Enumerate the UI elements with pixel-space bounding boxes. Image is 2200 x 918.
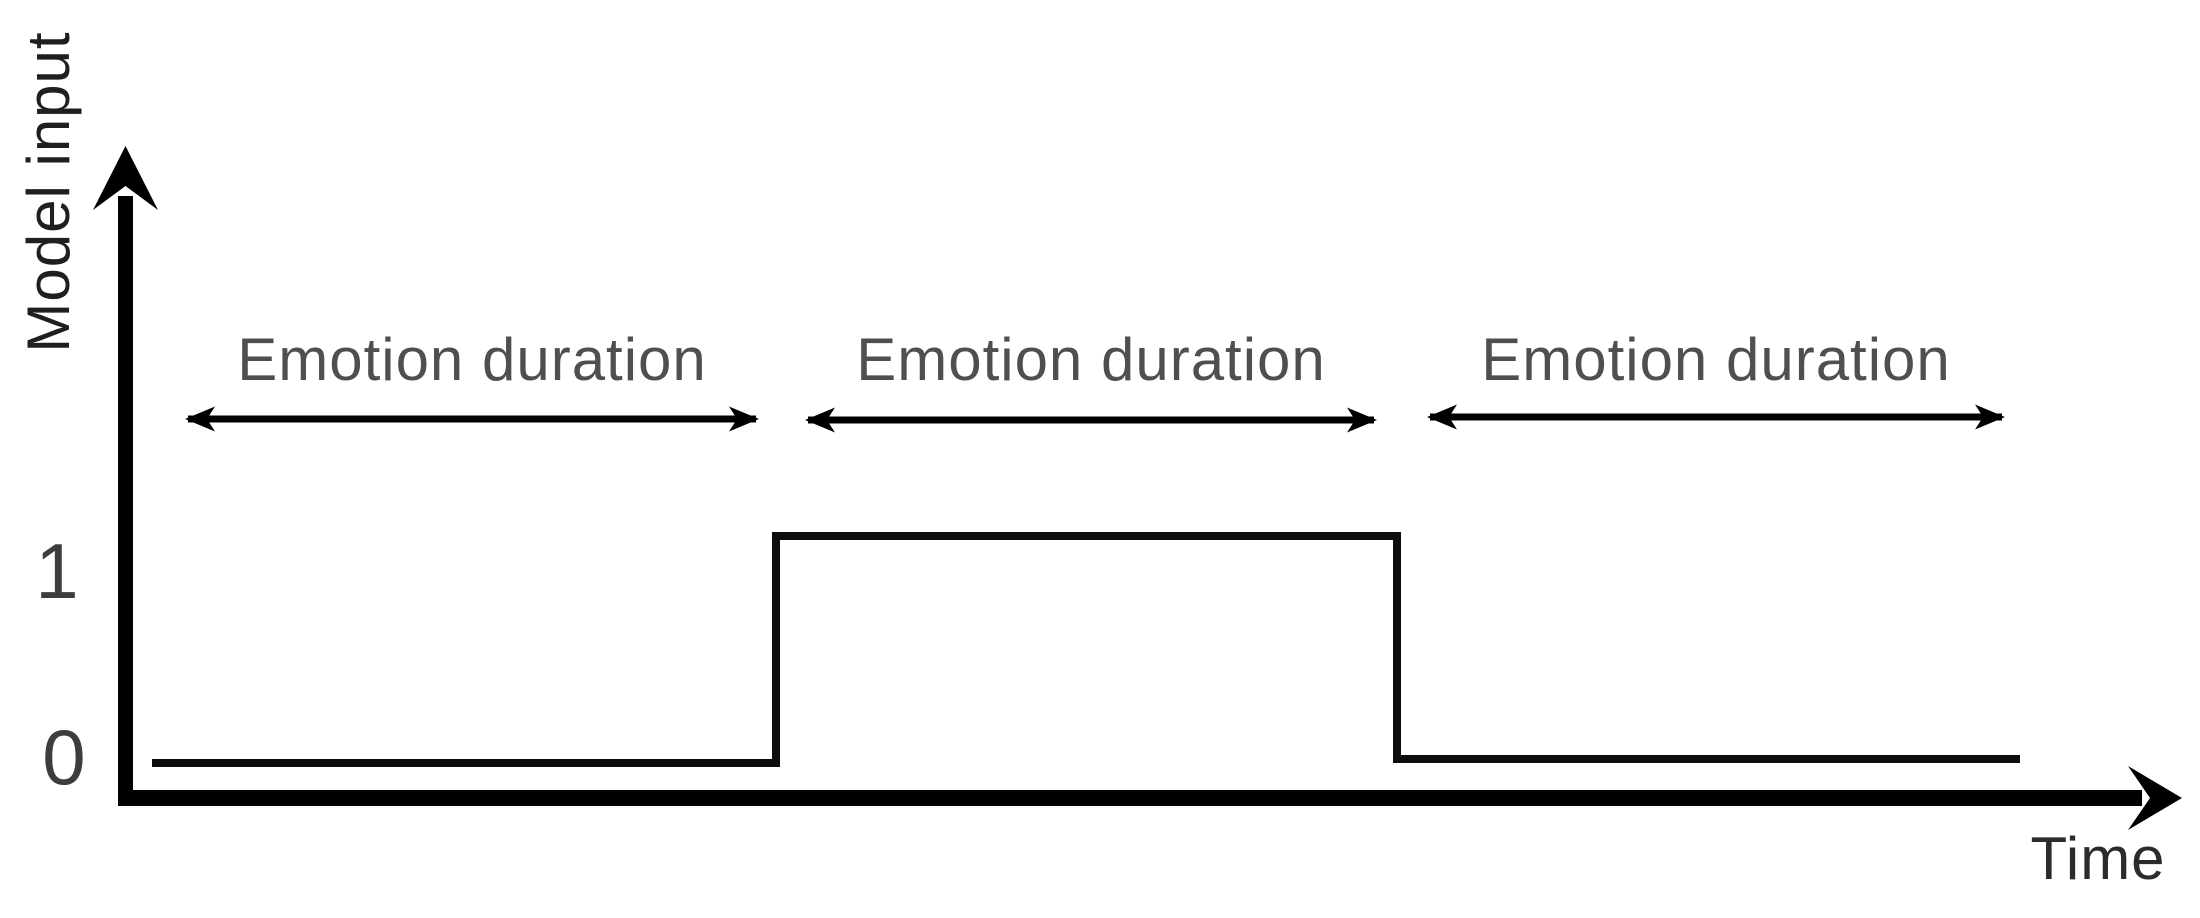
model-input-step-line bbox=[152, 532, 2020, 767]
x-axis-title: Time bbox=[2030, 825, 2166, 892]
x-axis-arrowhead-icon bbox=[2128, 766, 2182, 830]
y-axis-title: Model input bbox=[15, 31, 82, 353]
emotion-duration-label-1: Emotion duration bbox=[237, 326, 707, 393]
y-axis-arrowhead-icon bbox=[93, 146, 158, 210]
emotion-duration-label-2: Emotion duration bbox=[856, 326, 1326, 393]
y-tick-label-1: 1 bbox=[35, 527, 79, 615]
y-tick-label-0: 0 bbox=[42, 713, 86, 801]
emotion-duration-label-3: Emotion duration bbox=[1481, 326, 1951, 393]
